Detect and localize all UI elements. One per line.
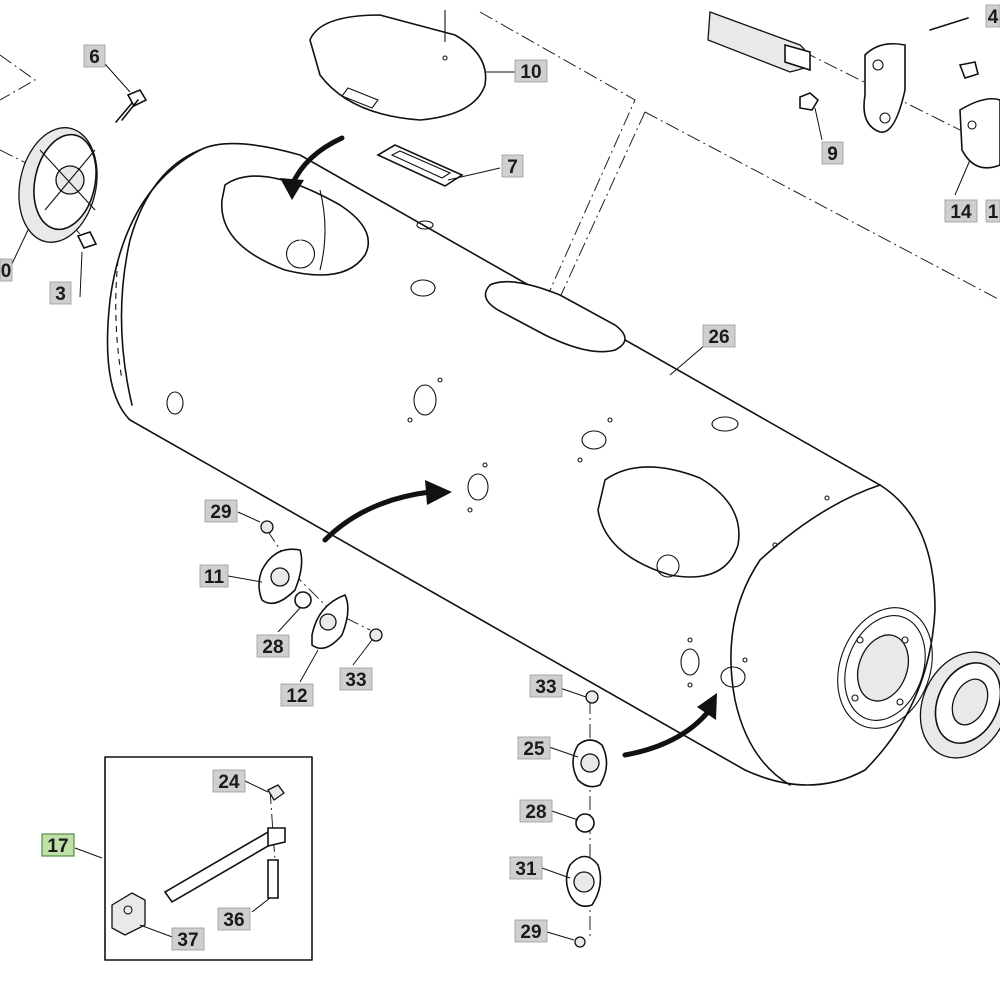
right-end-plate [919,651,1000,759]
drum-assembly [106,142,936,786]
left-flange-group [258,520,383,650]
svg-text:37: 37 [177,930,198,951]
svg-text:12: 12 [286,686,307,707]
callout-25: 25 [517,736,551,760]
svg-text:6: 6 [89,47,100,68]
callout-31: 31 [509,856,543,880]
callout-28-left: 28 [256,634,290,658]
callout-labels: 6 10 7 9 14 1 4 0 3 26 29 11 28 12 33 33… [0,4,1000,951]
svg-text:3: 3 [55,284,66,305]
callout-29-bottom: 29 [514,919,548,943]
callout-28-right: 28 [519,799,553,823]
strap [376,144,464,187]
callout-37: 37 [171,927,205,951]
svg-text:0: 0 [1,261,12,282]
svg-text:29: 29 [210,502,231,523]
callout-11: 11 [199,564,229,588]
upper-right-assembly [707,11,1000,169]
callout-7: 7 [501,154,524,178]
svg-text:25: 25 [523,739,545,760]
svg-text:1: 1 [988,202,999,223]
svg-text:33: 33 [345,670,366,691]
direction-arrows [280,135,717,758]
svg-text:4: 4 [988,7,999,28]
leader-lines [9,63,971,941]
callout-4: 4 [985,4,1000,28]
svg-text:28: 28 [262,637,283,658]
callout-33-left: 33 [339,667,373,691]
callout-24: 24 [212,769,246,793]
left-hub [18,88,148,249]
callout-17: 17 [41,833,75,857]
svg-text:31: 31 [515,859,537,880]
callout-36: 36 [217,907,251,931]
callout-6: 6 [83,44,106,68]
cover-plate [309,10,487,121]
callout-0: 0 [0,258,13,282]
svg-text:28: 28 [525,802,546,823]
callout-29-top: 29 [204,499,238,523]
kit-box [104,756,313,961]
callout-10: 10 [514,59,548,83]
svg-text:11: 11 [204,567,225,588]
callout-3: 3 [49,281,72,305]
callout-26: 26 [702,324,736,348]
svg-text:33: 33 [535,677,556,698]
callout-33-right: 33 [529,674,563,698]
svg-text:24: 24 [218,772,240,793]
svg-text:26: 26 [708,327,729,348]
svg-text:29: 29 [520,922,541,943]
callout-1: 1 [985,199,1000,223]
callout-12: 12 [280,683,314,707]
callout-14: 14 [944,199,978,223]
svg-text:9: 9 [827,144,838,165]
right-flange-group [565,690,608,948]
callout-9: 9 [821,141,844,165]
svg-text:14: 14 [950,202,972,223]
svg-text:10: 10 [520,62,541,83]
svg-text:17: 17 [47,836,68,857]
svg-text:36: 36 [223,910,244,931]
svg-text:7: 7 [507,157,518,178]
